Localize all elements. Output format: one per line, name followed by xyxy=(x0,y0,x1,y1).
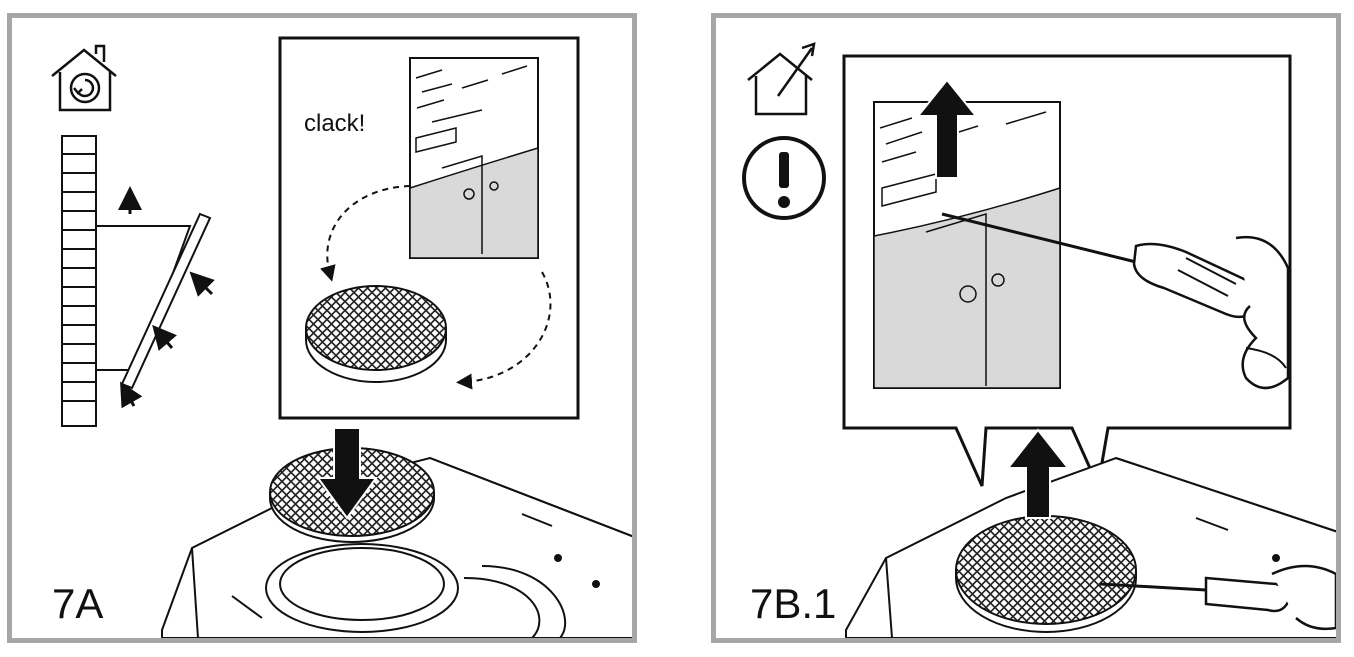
wall-icon xyxy=(61,135,97,427)
hood-with-filter xyxy=(845,456,1336,638)
exclamation-circle-icon xyxy=(742,136,826,220)
detail-inset xyxy=(278,36,580,420)
hood-with-filter xyxy=(161,447,632,638)
clack-callout: clack! xyxy=(304,110,366,137)
insert-arrow xyxy=(316,427,378,520)
panel-7a-drawing xyxy=(51,36,632,638)
airflow-arrows xyxy=(118,186,215,409)
recirculation-house-icon xyxy=(51,44,117,112)
panel-7b1: 7B.1 xyxy=(711,13,1341,643)
step-label-7b1: 7B.1 xyxy=(750,580,837,627)
panel-7b1-drawing xyxy=(742,42,1336,638)
panel-7a: clack! 7A xyxy=(7,13,637,643)
detail-inset-bubble xyxy=(842,54,1292,492)
step-label-7a: 7A xyxy=(52,580,104,627)
hood-side-profile xyxy=(95,212,212,390)
extraction-house-icon xyxy=(747,42,816,116)
lift-arrow xyxy=(1005,428,1071,519)
